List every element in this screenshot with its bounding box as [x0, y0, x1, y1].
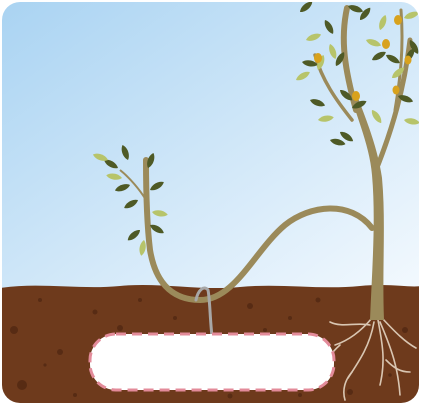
answer-box[interactable]	[90, 334, 334, 390]
sky	[0, 0, 421, 290]
